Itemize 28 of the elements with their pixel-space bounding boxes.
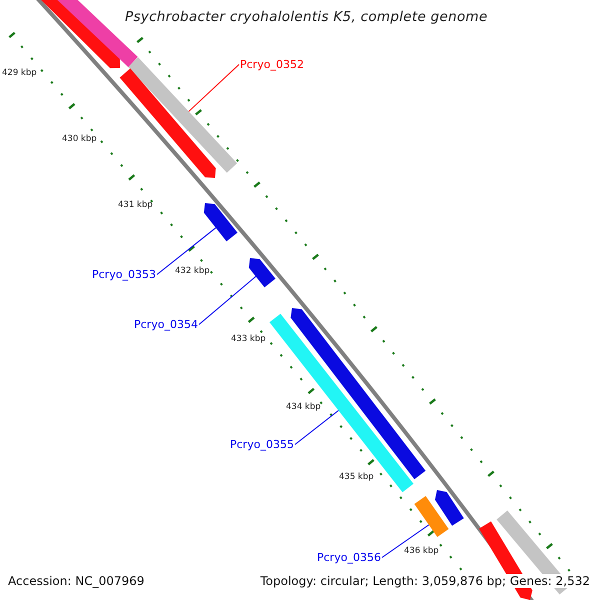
scale-label: 430 kbp [62, 134, 97, 144]
gene-feature [204, 203, 238, 242]
scale-label: 435 kbp [339, 472, 374, 482]
gene-feature [248, 258, 276, 288]
gene-label: Pcryo_0355 [230, 438, 294, 451]
leader-line [198, 276, 256, 325]
gene-label: Pcryo_0354 [134, 318, 198, 331]
gene-label: Pcryo_0353 [92, 268, 156, 281]
summary-text: Topology: circular; Length: 3,059,876 bp; Genes: 2,532 [260, 574, 590, 588]
scale-label: 429 kbp [2, 68, 37, 78]
scale-label: 431 kbp [118, 200, 153, 210]
leader-line [188, 64, 240, 112]
accession-text: Accession: NC_007969 [8, 574, 144, 588]
gene-label: Pcryo_0356 [317, 551, 381, 564]
scale-label: 436 kbp [404, 546, 439, 556]
gene-feature [40, 0, 120, 68]
gene-feature [435, 490, 464, 526]
gene-feature [414, 496, 449, 537]
gene-label: Pcryo_0352 [240, 58, 304, 71]
title: Psychrobacter cryohalolentis K5, complete genome [125, 9, 488, 25]
leader-line [156, 227, 216, 275]
gene-feature [128, 57, 238, 173]
leader-line [294, 410, 339, 445]
scale-label: 433 kbp [231, 334, 266, 344]
gene-feature [120, 68, 216, 178]
scale-label: 432 kbp [175, 266, 210, 276]
leader-line [382, 524, 430, 558]
scale-label: 434 kbp [286, 402, 321, 412]
